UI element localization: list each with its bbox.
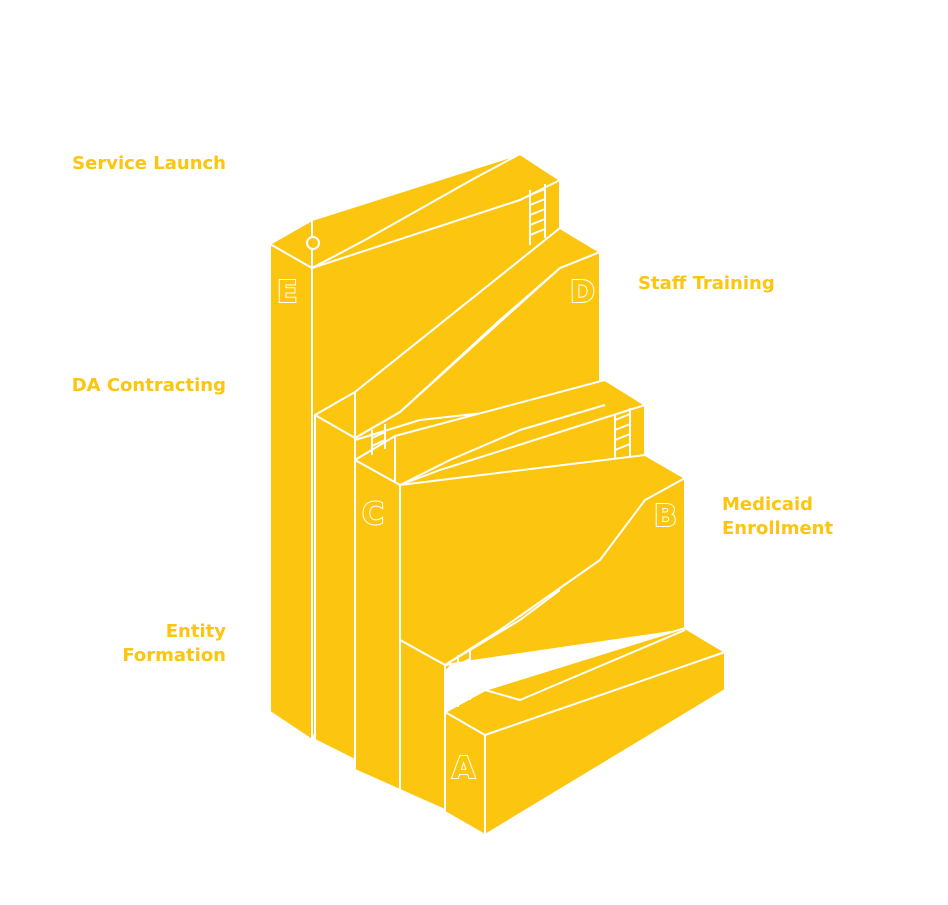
step-letter-c: C bbox=[362, 497, 384, 532]
label-medicaid-line1: Medicaid bbox=[722, 494, 814, 515]
step-letter-d: D bbox=[570, 275, 595, 310]
label-staff-training: Staff Training bbox=[638, 272, 838, 296]
label-medicaid-enrollment: Medicaid Enrollment bbox=[722, 493, 932, 541]
step-letter-a: A bbox=[452, 751, 476, 786]
label-medicaid-line2: Enrollment bbox=[722, 518, 834, 539]
label-staff-training-text: Staff Training bbox=[638, 273, 775, 294]
label-entity-line2: Formation bbox=[122, 645, 226, 666]
label-entity-formation: Entity Formation bbox=[20, 620, 226, 668]
label-service-launch-text: Service Launch bbox=[72, 153, 226, 174]
label-da-contracting-text: DA Contracting bbox=[71, 375, 226, 396]
step-letter-e: E bbox=[277, 275, 298, 310]
label-service-launch: Service Launch bbox=[20, 152, 226, 176]
label-da-contracting: DA Contracting bbox=[20, 374, 226, 398]
step-block-a bbox=[444, 627, 726, 836]
step-block-b bbox=[399, 454, 686, 811]
step-letter-b: B bbox=[654, 499, 677, 534]
label-entity-line1: Entity bbox=[165, 621, 226, 642]
